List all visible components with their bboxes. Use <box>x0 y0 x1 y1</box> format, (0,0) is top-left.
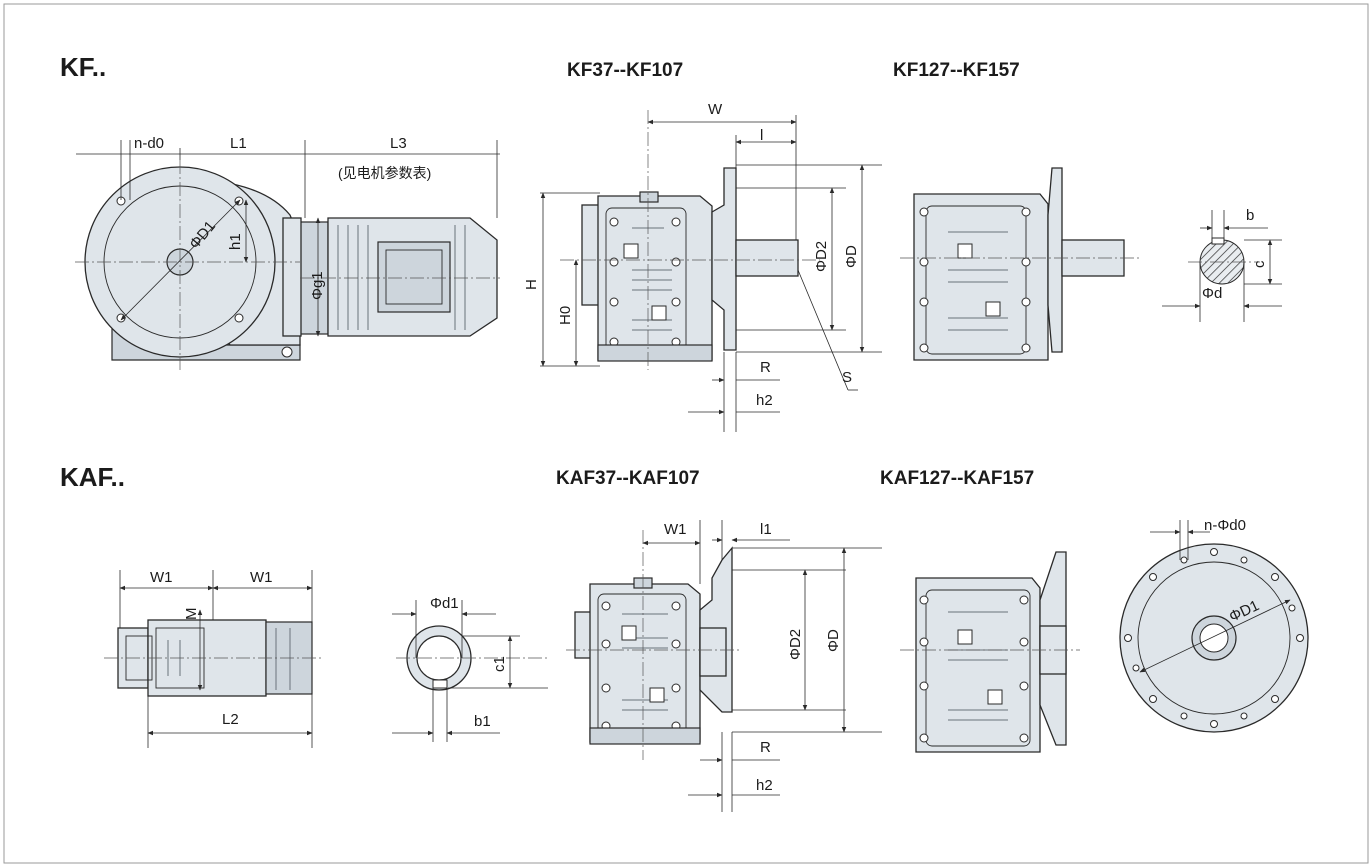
dim-h2: h2 <box>756 392 773 409</box>
dim-l: l <box>760 127 763 144</box>
dim-H0: H0 <box>557 306 574 325</box>
note-motor-table: (见电机参数表) <box>338 165 431 181</box>
dim-h2-kaf: h2 <box>756 777 773 794</box>
dim-D2: ΦD2 <box>813 241 830 272</box>
model-label-kf-small: KF37--KF107 <box>567 60 683 81</box>
dim-n-d0-kaf: n-Φd0 <box>1204 517 1246 534</box>
dim-d1: Φd1 <box>430 595 459 612</box>
kf-side-view <box>75 140 500 370</box>
section-title-kf: KF.. <box>60 52 106 82</box>
dim-W1-front: W1 <box>664 521 687 538</box>
dim-D: ΦD <box>843 245 860 268</box>
section-title-kaf: KAF.. <box>60 462 125 492</box>
dim-b1: b1 <box>474 713 491 730</box>
kf-small-front-view <box>540 110 882 432</box>
dim-g1: Φg1 <box>309 271 326 300</box>
dim-L2: L2 <box>222 711 239 728</box>
dim-D2-kaf: ΦD2 <box>787 629 804 660</box>
model-label-kf-large: KF127--KF157 <box>893 60 1020 81</box>
dim-D-kaf: ΦD <box>825 629 842 652</box>
kaf-large-front-view <box>900 551 1080 753</box>
dim-c: c <box>1251 260 1268 268</box>
dim-S: S <box>842 369 852 386</box>
dim-L1: L1 <box>230 135 247 152</box>
sheet-border <box>3 3 1369 864</box>
dim-W1-left: W1 <box>150 569 173 586</box>
dim-d: Φd <box>1202 285 1222 302</box>
dim-l1: l1 <box>760 521 772 538</box>
dim-n-d0: n-d0 <box>134 135 164 152</box>
kf-large-front-view <box>900 167 1140 361</box>
dim-c1: c1 <box>491 656 508 672</box>
dim-L3: L3 <box>390 135 407 152</box>
dim-b: b <box>1246 207 1254 224</box>
kf-shaft-section <box>1162 210 1282 322</box>
dim-h1: h1 <box>227 233 244 250</box>
dim-M: M <box>183 608 200 621</box>
dim-W: W <box>708 101 723 118</box>
dim-R-kaf: R <box>760 739 771 756</box>
kaf-hollow-shaft-section <box>392 600 548 742</box>
dim-W1-right: W1 <box>250 569 273 586</box>
kaf-flange-face-view <box>1119 520 1309 733</box>
model-label-kaf-large: KAF127--KAF157 <box>880 468 1034 489</box>
dim-R: R <box>760 359 771 376</box>
model-label-kaf-small: KAF37--KAF107 <box>556 468 700 489</box>
kaf-small-front-view <box>566 520 882 812</box>
kaf-side-view <box>104 570 322 748</box>
dim-H: H <box>523 279 540 290</box>
